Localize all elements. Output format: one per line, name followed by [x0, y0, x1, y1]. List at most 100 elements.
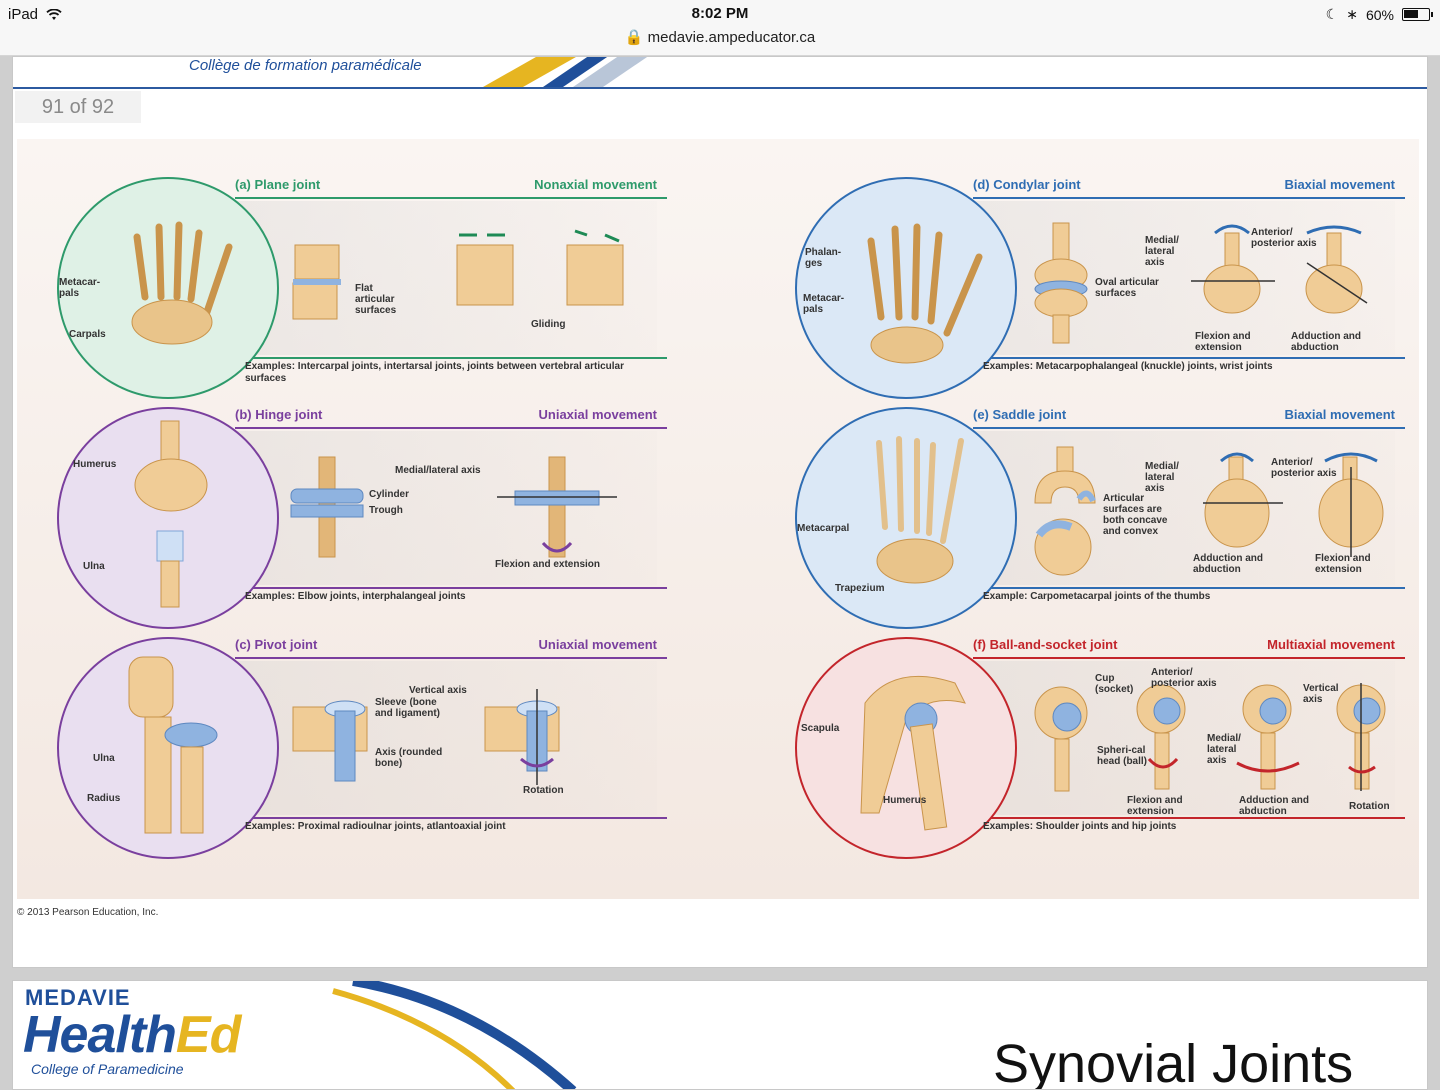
label-phalanges: Phalan-ges [805, 247, 842, 269]
panel-movement: Multiaxial movement [1267, 637, 1395, 652]
synovial-joints-figure: Metacar-pals Carpals Flat articular surf… [17, 139, 1419, 899]
label-rotation: Rotation [1349, 801, 1390, 812]
label-trough: Trough [369, 505, 403, 516]
gliding-blocks-icon [456, 229, 624, 306]
label-cylinder: Cylinder [369, 489, 410, 500]
label-flat-surfaces: Flat articular surfaces [355, 283, 397, 316]
panel-condylar-joint: Phalan-ges Metacar-pals Oval articular s… [795, 177, 1405, 399]
slide-title: Synovial Joints [993, 1034, 1354, 1090]
panel-title: (a) Plane joint [235, 177, 321, 192]
label-humerus: Humerus [73, 459, 117, 470]
examples-rule [235, 357, 667, 359]
condylar-axes-icon [1191, 224, 1368, 314]
panel-ball-socket-joint: Scapula Humerus [795, 637, 1405, 859]
joint-circle [57, 177, 279, 399]
slide-current[interactable]: Collège de formation paramédicale 91 of … [12, 56, 1428, 968]
panel-examples: Examples: Shoulder joints and hip joints [983, 821, 1177, 832]
panel-movement: Uniaxial movement [538, 637, 658, 652]
moon-icon: ☾ [1325, 6, 1339, 22]
clock: 8:02 PM [691, 5, 749, 22]
address-bar[interactable]: 🔒 medavie.ampeducator.ca [0, 28, 1440, 46]
title-rule [235, 427, 667, 429]
label-rotation: Rotation [523, 785, 564, 796]
label-scapula: Scapula [801, 723, 840, 734]
saddle-surfaces-icon [1034, 446, 1096, 576]
label-articular-surfaces: Articular surfaces are both concave and … [1103, 493, 1168, 537]
label-adduction-abduction: Adduction and abduction [1239, 795, 1309, 817]
address-url: medavie.ampeducator.ca [647, 29, 816, 46]
brand-college: College of Paramedicine [31, 1061, 184, 1077]
panel-title: (f) Ball-and-socket joint [973, 637, 1118, 652]
title-rule [973, 197, 1405, 199]
panel-title: (b) Hinge joint [235, 407, 323, 422]
panel-movement: Biaxial movement [1284, 177, 1395, 192]
label-metacarpals: Metacar-pals [59, 277, 101, 299]
label-flexion-extension: Flexion and extension [1195, 331, 1251, 353]
panel-title: (c) Pivot joint [235, 637, 318, 652]
examples-rule [235, 817, 667, 819]
ball-socket-illus-icon [1034, 683, 1386, 792]
examples-rule [973, 817, 1405, 819]
brand-medavie: MEDAVIE [25, 985, 131, 1010]
flat-surfaces-icon [292, 244, 341, 320]
examples-rule [973, 357, 1405, 359]
lock-icon: 🔒 [624, 29, 644, 46]
panel-examples: Examples: Intercarpal joints, intertarsa… [245, 361, 625, 384]
label-flexion-extension: Flexion and extension [1127, 795, 1183, 817]
panel-pivot-joint: Ulna Radius Vertical axis Sleeve (bone a… [57, 637, 667, 859]
label-anterior-posterior-axis: Anterior/ posterior axis [1151, 667, 1217, 689]
hand-skeleton-icon [867, 223, 983, 364]
elbow-bones-icon [134, 420, 208, 608]
college-name: Collège de formation paramédicale [189, 57, 422, 74]
label-carpals: Carpals [69, 329, 106, 340]
panel-examples: Examples: Proximal radioulnar joints, at… [245, 821, 506, 832]
examples-rule [235, 587, 667, 589]
title-rule [973, 427, 1405, 429]
battery-fill [1404, 10, 1418, 18]
panel-title: (e) Saddle joint [973, 407, 1067, 422]
forearm-bones-icon [128, 656, 218, 834]
title-rule [235, 657, 667, 659]
label-gliding: Gliding [531, 319, 566, 330]
panel-examples: Examples: Metacarpophalangeal (knuckle) … [983, 361, 1273, 372]
label-trapezium: Trapezium [835, 583, 885, 594]
panel-movement: Nonaxial movement [534, 177, 657, 192]
label-metacarpals: Metacar-pals [803, 293, 845, 315]
joint-circle [795, 407, 1017, 629]
panel-plane-joint: Metacar-pals Carpals Flat articular surf… [57, 177, 667, 399]
saddle-axes-icon [1203, 452, 1384, 557]
device-name: iPad [8, 6, 39, 23]
label-anterior-posterior-axis: Anterior/ posterior axis [1251, 227, 1317, 249]
label-spherical-head: Spheri-cal head (ball) [1097, 745, 1148, 767]
panel-saddle-joint: Metacarpal Trapezium Articular surfaces … [795, 407, 1405, 629]
header-rule [13, 87, 1427, 89]
panel-title: (d) Condylar joint [973, 177, 1081, 192]
battery-percent: 60% [1365, 6, 1394, 23]
label-anterior-posterior-axis: Anterior/ posterior axis [1271, 457, 1337, 479]
label-radius: Radius [87, 793, 121, 804]
copyright-notice: © 2013 Pearson Education, Inc. [17, 907, 159, 918]
examples-rule [973, 587, 1405, 589]
sleeve-axis-icon [292, 700, 368, 782]
label-sleeve: Sleeve (bone and ligament) [375, 697, 441, 719]
joint-circle [795, 637, 1017, 859]
cylinder-trough-icon [290, 456, 364, 558]
label-adduction-abduction: Adduction and abduction [1291, 331, 1361, 353]
shoulder-bones-icon [860, 675, 966, 831]
title-rule [235, 197, 667, 199]
bluetooth-icon: ∗ [1346, 6, 1358, 22]
slide-next[interactable]: MEDAVIE HealthEd College of Paramedicine… [12, 980, 1428, 1090]
label-humerus: Humerus [883, 795, 927, 806]
status-right: ☾ ∗ 60% [1325, 6, 1433, 23]
hand-skeleton-icon [131, 221, 233, 345]
panel-examples: Examples: Elbow joints, interphalangeal … [245, 591, 466, 602]
label-medial-lateral-axis: Medial/ lateral axis [1207, 733, 1241, 766]
label-oval-surfaces: Oval articular surfaces [1095, 277, 1159, 299]
oval-surfaces-icon [1034, 222, 1088, 344]
label-vertical-axis: Vertical axis [1303, 683, 1339, 705]
label-flexion-extension: Flexion and extension [1315, 553, 1371, 575]
label-medial-lateral-axis: Medial/lateral axis [395, 465, 481, 476]
title-rule [973, 657, 1405, 659]
panel-examples: Example: Carpometacarpal joints of the t… [983, 591, 1211, 602]
status-bar: iPad 8:02 PM 🔒 medavie.ampeducator.ca ☾ … [0, 0, 1440, 56]
